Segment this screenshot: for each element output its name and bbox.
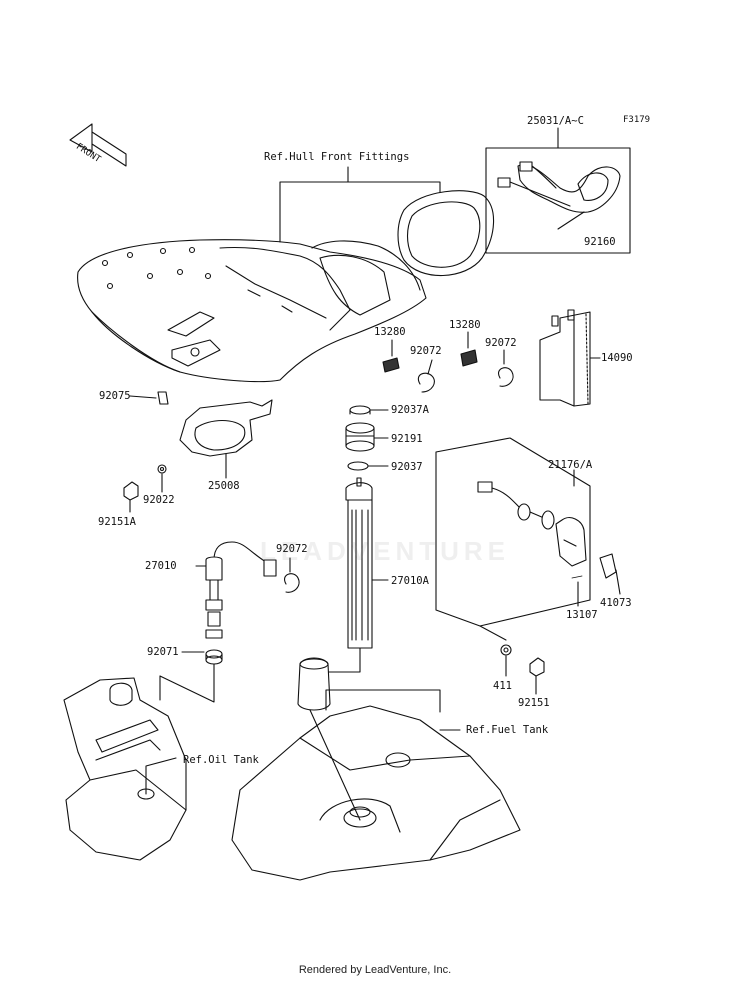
part-label-14090[interactable]: 14090 <box>601 352 633 364</box>
part-label-13280-right[interactable]: 13280 <box>449 319 481 331</box>
part-label-41073[interactable]: 41073 <box>600 597 632 609</box>
part-label-92072-right[interactable]: 92072 <box>485 337 517 349</box>
part-label-21176[interactable]: 21176/A <box>548 459 593 471</box>
cover-14090-illustration <box>539 309 601 407</box>
part-label-27010A[interactable]: 27010A <box>391 575 429 587</box>
part-label-25008[interactable]: 25008 <box>208 480 240 492</box>
part-label-411[interactable]: 411 <box>493 680 512 692</box>
part-label-92072-left[interactable]: 92072 <box>410 345 442 357</box>
figure-code: F3179 <box>623 115 651 125</box>
fastener-left-illustrations <box>123 464 167 513</box>
part-label-25031[interactable]: 25031/A~C <box>527 115 584 127</box>
part-label-92072-lower[interactable]: 92072 <box>276 543 308 555</box>
part-label-92075[interactable]: 92075 <box>99 390 131 402</box>
part-label-92160[interactable]: 92160 <box>584 236 616 248</box>
part-label-92071[interactable]: 92071 <box>147 646 179 658</box>
decal-13280-illustrations <box>382 331 478 373</box>
ref-fuel-label: Ref.Fuel Tank <box>466 724 549 736</box>
part-label-92022[interactable]: 92022 <box>143 494 175 506</box>
part-label-13280-left[interactable]: 13280 <box>374 326 406 338</box>
part-label-92151A[interactable]: 92151A <box>98 516 136 528</box>
fuel-tank-illustration <box>231 689 521 881</box>
oil-tank-illustration <box>63 677 187 861</box>
watermark: LEADVENTURE <box>260 536 511 566</box>
meter-assembly-box <box>485 127 631 254</box>
clamp-92072-illustrations <box>284 349 514 593</box>
hull-ref-leader <box>279 166 441 243</box>
spacer-92075-illustration <box>129 391 169 405</box>
front-arrow-icon <box>69 123 127 167</box>
part-label-27010[interactable]: 27010 <box>145 560 177 572</box>
meter-cover-illustration <box>397 190 495 277</box>
part-label-92191[interactable]: 92191 <box>391 433 423 445</box>
part-label-92151[interactable]: 92151 <box>518 697 550 709</box>
ref-oil-label: Ref.Oil Tank <box>183 754 259 766</box>
part-label-92037A[interactable]: 92037A <box>391 404 429 416</box>
hull-front-illustration <box>77 239 427 383</box>
bracket-25008-illustration <box>179 399 273 479</box>
part-label-13107[interactable]: 13107 <box>566 609 598 621</box>
sender-assembly-box <box>435 437 621 695</box>
ref-hull-label: Ref.Hull Front Fittings <box>264 151 410 163</box>
fuel-sender-stack <box>297 405 389 711</box>
oil-sender-illustration <box>159 541 277 703</box>
part-label-92037[interactable]: 92037 <box>391 461 423 473</box>
footer-credit: Rendered by LeadVenture, Inc. <box>298 964 452 976</box>
